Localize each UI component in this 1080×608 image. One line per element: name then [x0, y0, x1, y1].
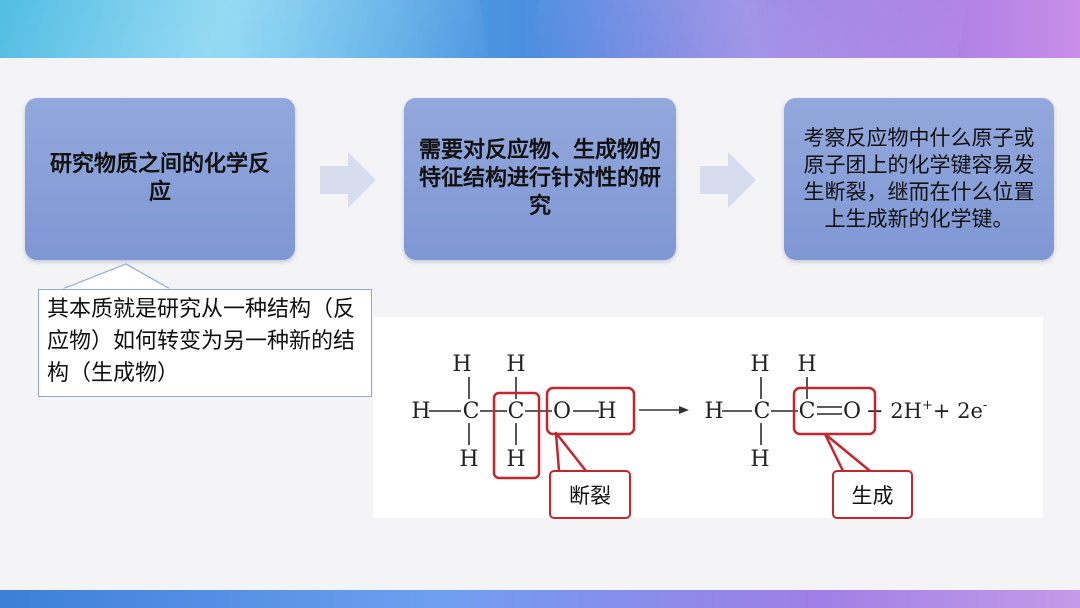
flow-box-2-text: 需要对反应物、生成物的特征结构进行针对性的研究: [418, 138, 661, 219]
flow-box-2: 需要对反应物、生成物的特征结构进行针对性的研究: [404, 98, 676, 260]
flow-arrow-1: [320, 152, 376, 208]
product-atom-h-left: H: [704, 399, 723, 424]
product-atom-o: O: [843, 399, 861, 424]
callout-pointer: [60, 263, 175, 292]
reaction-diagram: H H H C C O H H H H H: [411, 352, 987, 480]
product-atom-c-1: C: [754, 399, 771, 424]
atom-h-top-1: H: [452, 352, 471, 377]
reaction-figure: H H H C C O H H H H H: [373, 317, 1043, 518]
header-decoration-band: [0, 0, 1080, 58]
flow-box-1: 研究物质之间的化学反应: [25, 98, 295, 260]
atom-h-top-2: H: [506, 352, 525, 377]
explanation-callout: 其本质就是研究从一种结构（反应物）如何转变为另一种新的结构（生成物）: [38, 289, 372, 397]
atom-h-oh: H: [597, 399, 616, 424]
form-label: 生成: [832, 470, 913, 519]
form-label-text: 生成: [851, 483, 894, 508]
form-pointer: [823, 432, 871, 472]
callout-text: 其本质就是研究从一种结构（反应物）如何转变为另一种新的结构（生成物）: [47, 297, 356, 386]
highlight-ch-bond: [492, 391, 541, 480]
break-label-text: 断裂: [569, 483, 611, 508]
atom-o: O: [553, 399, 571, 424]
product-atom-c-2: C: [799, 399, 816, 424]
atom-h-left: H: [411, 399, 430, 424]
flow-box-3-text: 考察反应物中什么原子或原子团上的化学键容易发生断裂，继而在什么位置上生成新的化学…: [803, 126, 1035, 231]
break-pointer: [554, 431, 587, 472]
product-atom-h-top-1: H: [750, 352, 769, 377]
product-atom-h-bottom: H: [750, 447, 769, 472]
atom-h-bottom-2: H: [506, 447, 525, 472]
products-tail: + 2H++ 2e-: [866, 398, 987, 423]
highlight-co-group: [792, 386, 877, 436]
break-label: 断裂: [549, 470, 631, 519]
atom-c-2: C: [508, 399, 525, 424]
atom-c-1: C: [463, 399, 480, 424]
atom-h-bottom-1: H: [459, 447, 478, 472]
flow-arrow-2: [700, 152, 756, 208]
reaction-arrow: [639, 406, 689, 414]
flow-box-3: 考察反应物中什么原子或原子团上的化学键容易发生断裂，继而在什么位置上生成新的化学…: [784, 98, 1054, 260]
flow-box-1-text: 研究物质之间的化学反应: [49, 152, 270, 205]
product-atom-h-top-2: H: [797, 352, 816, 377]
highlight-oh-group: [545, 386, 636, 436]
footer-decoration-band: [0, 590, 1080, 608]
